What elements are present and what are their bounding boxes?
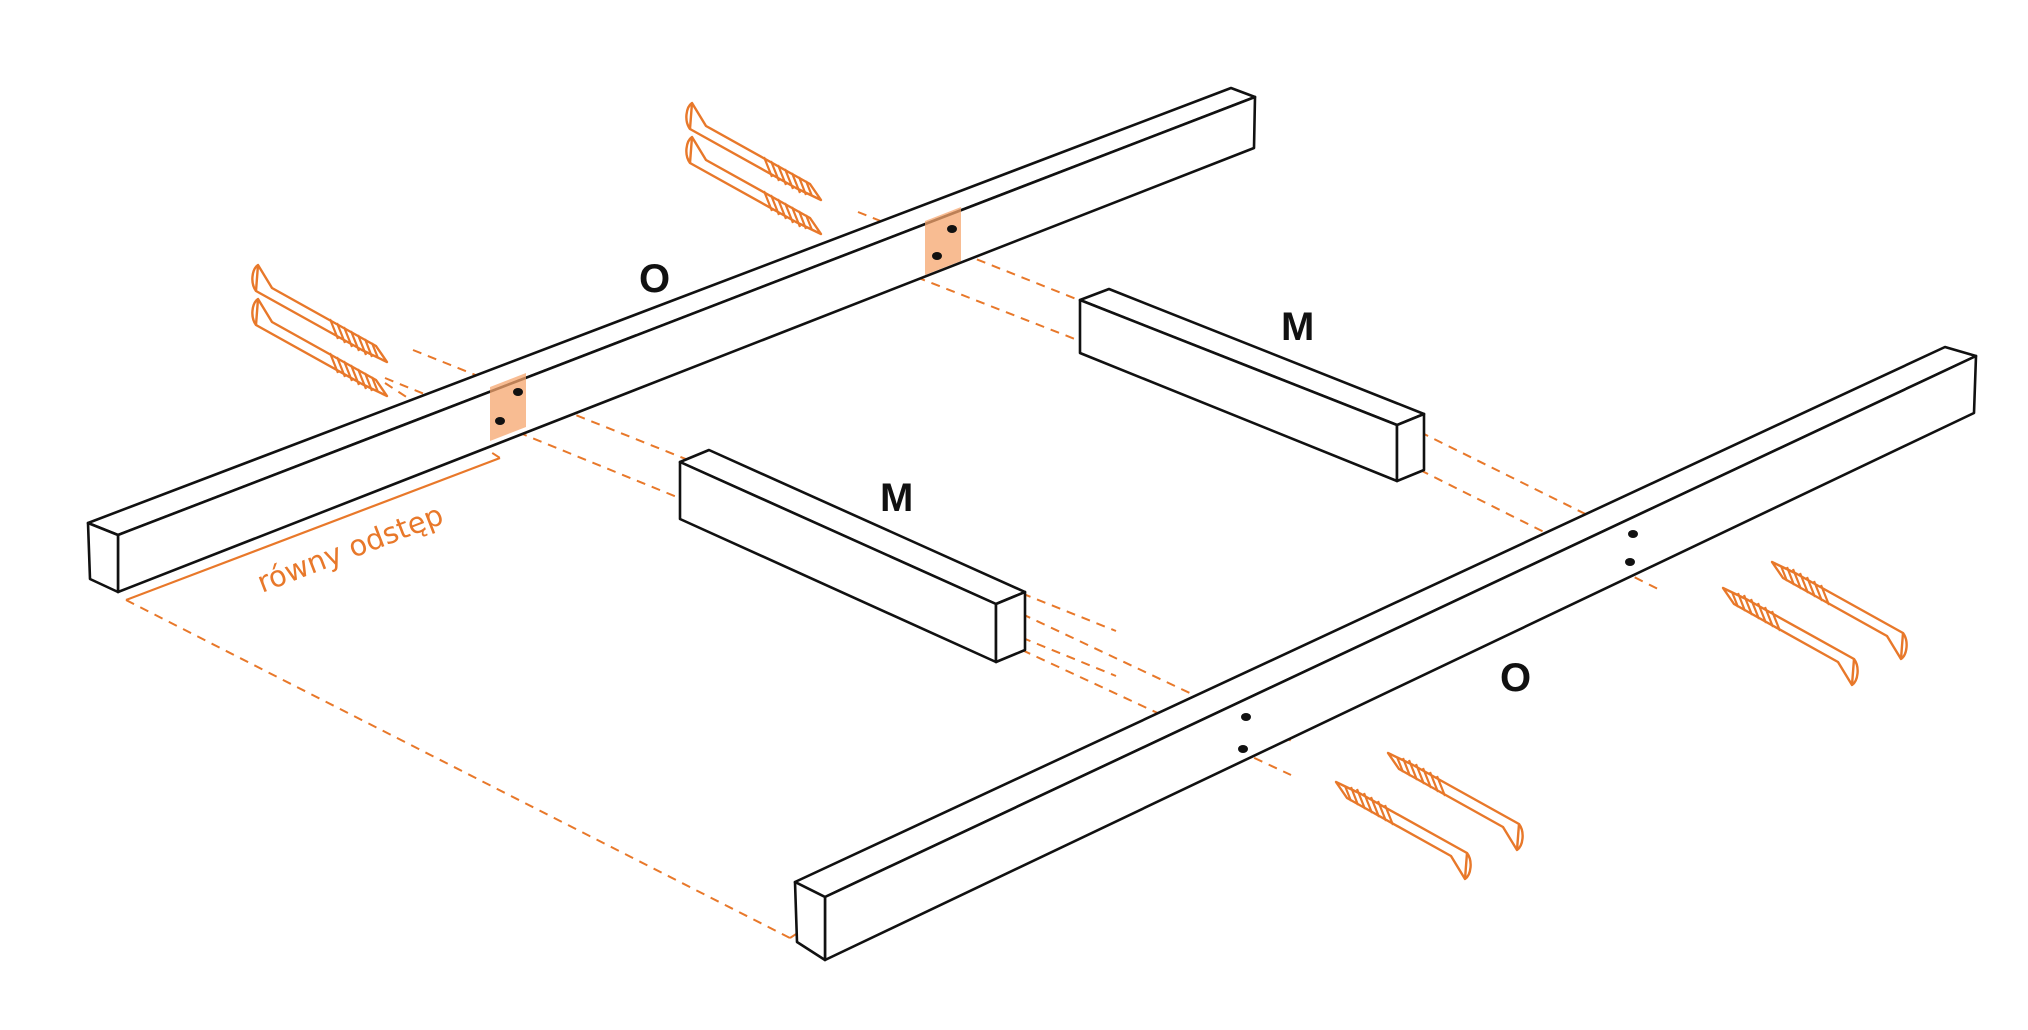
- short-beam-front: [678, 448, 1027, 664]
- long-beam-top: [86, 86, 1257, 594]
- guide-line: [1021, 613, 1297, 744]
- guide-line: [125, 599, 791, 939]
- pilot-hole: [947, 225, 957, 233]
- label-short-beam-front: M: [880, 476, 913, 520]
- screw-icon: [1386, 751, 1524, 852]
- label-short-beam-back: M: [1281, 305, 1314, 349]
- pilot-hole: [932, 252, 942, 260]
- pilot-hole: [495, 417, 505, 425]
- pilot-hole: [513, 388, 523, 396]
- short-beam-back: [1078, 287, 1426, 483]
- screw-icon: [1770, 560, 1908, 661]
- pilot-hole: [1238, 745, 1248, 753]
- pilot-hole: [1625, 558, 1635, 566]
- guide-line: [1419, 469, 1661, 591]
- label-long-beam-bottom: O: [1500, 656, 1531, 700]
- label-long-beam-top: O: [639, 257, 670, 301]
- pilot-hole: [1628, 530, 1638, 538]
- long-beam-bottom: [793, 345, 1978, 962]
- pilot-hole: [1241, 713, 1251, 721]
- guide-line: [1419, 431, 1661, 552]
